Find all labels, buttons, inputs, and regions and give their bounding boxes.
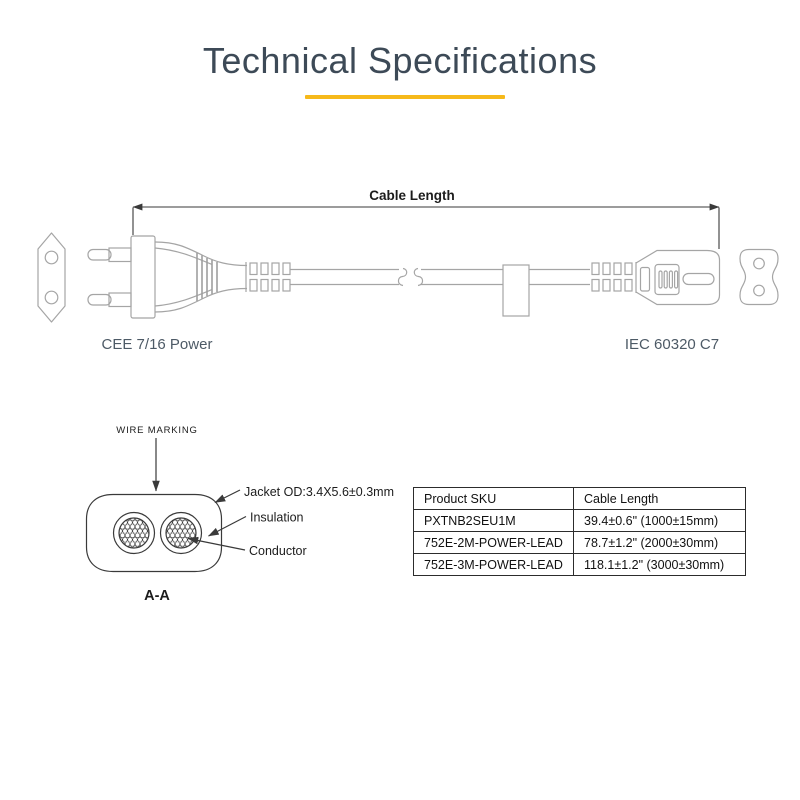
conductor-label: Conductor xyxy=(249,544,307,558)
c7-connector-side-view xyxy=(591,249,721,306)
table-header-row: Product SKU Cable Length xyxy=(413,487,746,510)
jacket-od-label: Jacket OD:3.4X5.6±0.3mm xyxy=(244,485,394,499)
europlug-side-view xyxy=(87,235,291,319)
page-title: Technical Specifications xyxy=(202,40,598,81)
insulation-right xyxy=(159,511,203,555)
conductor-leader xyxy=(187,536,246,551)
column-header-sku: Product SKU xyxy=(413,487,574,510)
cell-sku: PXTNB2SEU1M xyxy=(413,509,574,532)
cable-break-mark xyxy=(413,267,424,287)
jacket-leader xyxy=(214,489,241,504)
plug-strain-relief xyxy=(249,262,291,292)
cable-run xyxy=(290,264,590,317)
c7-face-view xyxy=(739,248,779,306)
cell-length: 39.4±0.6" (1000±15mm) xyxy=(573,509,746,532)
cell-sku: 752E-2M-POWER-LEAD xyxy=(413,531,574,554)
right-connector-label: IEC 60320 C7 xyxy=(625,336,719,353)
europlug-face-view xyxy=(37,232,66,323)
cable-length-dimension xyxy=(132,203,720,249)
cell-length: 78.7±1.2" (2000±30mm) xyxy=(573,531,746,554)
column-header-length: Cable Length xyxy=(573,487,746,510)
conductor-left xyxy=(118,517,150,549)
cable-cross-section xyxy=(85,438,247,573)
cell-sku: 752E-3M-POWER-LEAD xyxy=(413,553,574,576)
insulation-leader xyxy=(208,515,247,537)
cable-length-dimension-label: Cable Length xyxy=(369,188,455,203)
insulation-left xyxy=(112,511,156,555)
cable-label-flag xyxy=(502,264,530,317)
cable-break-mark xyxy=(397,267,408,287)
table-row: 752E-3M-POWER-LEAD 118.1±1.2" (3000±30mm… xyxy=(413,553,746,576)
jacket-outline xyxy=(85,493,223,573)
section-aa-label: A-A xyxy=(144,588,170,604)
table-row: PXTNB2SEU1M 39.4±0.6" (1000±15mm) xyxy=(413,509,746,532)
conductor-right xyxy=(165,517,197,549)
table-row: 752E-2M-POWER-LEAD 78.7±1.2" (2000±30mm) xyxy=(413,531,746,554)
plug-grip-ribs xyxy=(196,253,218,301)
insulation-label: Insulation xyxy=(250,511,304,525)
title-accent-underline xyxy=(305,95,505,99)
c7-strain-relief xyxy=(591,262,633,292)
left-connector-label: CEE 7/16 Power xyxy=(102,336,213,353)
cell-length: 118.1±1.2" (3000±30mm) xyxy=(573,553,746,576)
spec-table: Product SKU Cable Length PXTNB2SEU1M 39.… xyxy=(413,487,746,576)
wire-marking-label: WIRE MARKING xyxy=(116,425,197,436)
